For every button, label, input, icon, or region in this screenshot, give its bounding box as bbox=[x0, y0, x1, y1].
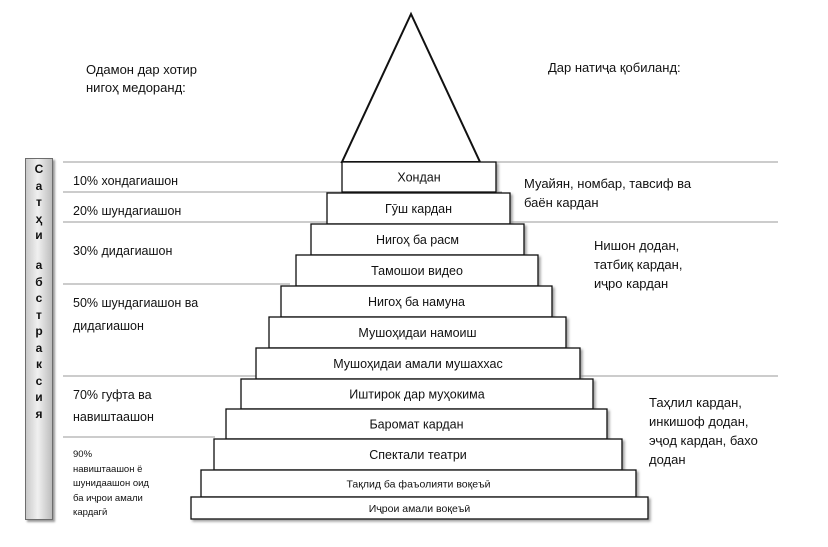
retention-20: 20% шундагиашон bbox=[73, 203, 181, 220]
pyramid-level-label: Баромат кардан bbox=[369, 418, 463, 432]
retention-70: 70% гуфта ва навиштаашон bbox=[73, 384, 154, 428]
vertical-letter: с bbox=[35, 291, 43, 305]
vertical-letter: а bbox=[35, 340, 43, 355]
vertical-letter: и bbox=[35, 228, 43, 242]
pyramid-level-label: Мушоҳидаи намоиш bbox=[358, 326, 476, 340]
result-line: Нишон додан, bbox=[594, 238, 680, 253]
vertical-letter: т bbox=[36, 195, 42, 209]
abstraction-level-bar: С а т ҳ и а б с т р а к с и я bbox=[25, 158, 53, 520]
vertical-letter: т bbox=[36, 307, 42, 322]
vertical-letter: а bbox=[35, 258, 43, 272]
pyramid-level-box bbox=[200, 469, 637, 498]
pyramid-level-box bbox=[240, 378, 594, 410]
vertical-word-1: С а т ҳ и bbox=[26, 161, 52, 244]
pyramid-level-label: Иҷрои амали воқеъӣ bbox=[369, 503, 471, 515]
result-line: иҷро кардан bbox=[594, 276, 669, 291]
vertical-letter: с bbox=[35, 373, 43, 388]
pyramid-level-box bbox=[213, 438, 623, 471]
vertical-letter: а bbox=[35, 178, 43, 193]
vertical-letter: С bbox=[34, 162, 44, 176]
retention-line: ба иҷрои амали bbox=[73, 492, 143, 504]
retention-10: 10% хондагиашон bbox=[73, 173, 178, 190]
pyramid-level-box bbox=[341, 161, 497, 193]
retention-30: 30% дидагиашон bbox=[73, 243, 172, 260]
retention-line: дидагиашон bbox=[73, 319, 144, 333]
retention-line: шунидаашон оид bbox=[73, 478, 149, 489]
pyramid-level-box bbox=[268, 316, 567, 349]
header-left-line-1: Одамон дар хотир bbox=[86, 62, 198, 77]
pyramid-level-box bbox=[326, 192, 511, 225]
result-line: Таҳлил кардан, bbox=[649, 395, 742, 410]
retention-line: 70% гуфта ва bbox=[73, 388, 152, 402]
result-group-3: Таҳлил кардан, инкишоф додан, эҷод карда… bbox=[649, 393, 758, 469]
result-line: Муайян, номбар, тавсиф ва bbox=[524, 176, 692, 191]
pyramid-apex bbox=[340, 11, 482, 163]
result-line: додан bbox=[649, 452, 686, 467]
retention-line: 10% хондагиашон bbox=[73, 174, 179, 188]
retention-50: 50% шундагиашон ва дидагиашон bbox=[73, 292, 198, 338]
retention-90: 90% навиштаашон ё шунидаашон оид ба иҷро… bbox=[73, 448, 149, 521]
result-group-2: Нишон додан, татбиқ кардан, иҷро кардан bbox=[594, 236, 682, 293]
pyramid-level-label: Хондан bbox=[397, 171, 440, 185]
pyramid-level-label: Иштирок дар муҳокима bbox=[349, 388, 484, 402]
result-line: эҷод кардан, бахо bbox=[649, 433, 758, 448]
retention-line: 50% шундагиашон ва bbox=[73, 296, 199, 310]
pyramid-level-label: Нигоҳ ба расм bbox=[376, 233, 459, 247]
result-group-1: Муайян, номбар, тавсиф ва баён кардан bbox=[524, 174, 691, 212]
vertical-letter: и bbox=[35, 390, 43, 404]
retention-line: навиштаашон bbox=[73, 410, 154, 424]
retention-line: 30% дидагиашон bbox=[73, 244, 173, 258]
retention-line: навиштаашон ё bbox=[73, 463, 143, 475]
pyramid-level-label: Спектали театри bbox=[369, 448, 467, 462]
pyramid-level-label: Гӯш кардан bbox=[385, 202, 452, 216]
pyramid-level-box bbox=[190, 496, 649, 520]
header-left-line-2: нигоҳ медоранд: bbox=[86, 80, 186, 95]
header-right: Дар натиҷа қобиланд: bbox=[548, 60, 681, 75]
vertical-letter: я bbox=[35, 406, 43, 421]
pyramid-level-label: Мушоҳидаи амали мушаххас bbox=[333, 357, 503, 371]
vertical-letter: к bbox=[35, 357, 42, 371]
pyramid-level-box bbox=[310, 223, 525, 256]
result-line: инкишоф додан, bbox=[649, 414, 749, 429]
pyramid-level-label: Нигоҳ ба намуна bbox=[368, 295, 465, 309]
vertical-letter: б bbox=[35, 274, 43, 289]
pyramid-level-label: Тақлид ба фаъолияти воқеъӣ bbox=[346, 478, 490, 490]
header-left: Одамон дар хотир нигоҳ медоранд: bbox=[86, 61, 197, 97]
vertical-letter: ҳ bbox=[35, 211, 43, 226]
result-line: татбиқ кардан, bbox=[594, 257, 683, 272]
result-line: баён кардан bbox=[524, 195, 599, 210]
vertical-word-2: а б с т р а к с и я bbox=[26, 257, 52, 422]
pyramid-level-label: Тамошои видео bbox=[371, 264, 463, 278]
pyramid-level-box bbox=[255, 347, 581, 380]
retention-line: 20% шундагиашон bbox=[73, 204, 182, 218]
retention-line: 90% bbox=[73, 449, 93, 460]
retention-line: кардагӣ bbox=[73, 507, 108, 518]
vertical-letter: р bbox=[35, 324, 43, 338]
